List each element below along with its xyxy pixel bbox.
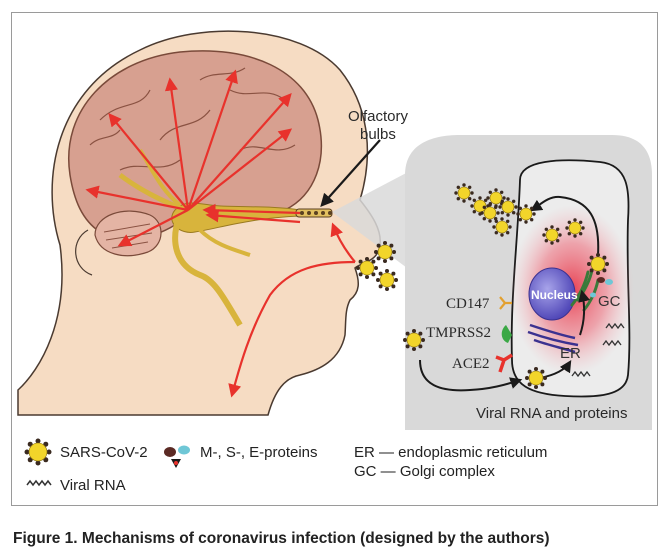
nucleus [528,267,576,321]
sars-cov-2-particle [587,253,609,275]
sars-cov-2-particle [486,188,506,208]
nasal-entry-arrow [228,260,356,398]
figure-caption: Figure 1. Mechanisms of coronavirus infe… [13,530,550,547]
legend-viral-rna-icon [26,479,52,487]
olfactory-pointer-arrow [320,139,381,207]
olfactory-label-line2: bulbs [360,126,396,143]
olfactory-bulbs [295,208,333,218]
olfactory-label-line1: Olfactory [348,108,409,125]
legend-er-definition: ER — endoplasmic reticulum [354,444,548,461]
tmprss2-receptor [501,325,512,343]
ace2-label: ACE2 [452,356,490,372]
cell-pathway-arrows [419,195,600,392]
proteins-in-cell [590,277,613,298]
legend-proteins-icon [164,445,190,468]
viral-rna-proteins-label: Viral RNA and proteins [476,405,628,422]
cd147-receptor [499,296,512,310]
sars-cov-2-particle [454,183,474,203]
legend-viral-rna: Viral RNA [60,477,126,494]
sars-cov-2-particle [492,217,512,237]
sars-cov-2-particle [403,329,425,351]
sars-cov-2-particle [374,241,396,263]
nucleus-label: Nucleus [531,288,578,302]
sars-cov-2-particle [565,218,585,238]
sars-cov-2-particle [525,367,547,389]
olfactory-entry-arrow [330,222,356,263]
tmprss2-label: TMPRSS2 [426,325,492,341]
ace2-receptor [495,353,513,373]
sars-cov-2-particle [480,203,500,223]
er-label: ER [560,345,581,362]
sars-cov-2-particle [516,204,536,224]
sars-cov-2-particle [498,197,518,217]
endoplasmic-reticulum [527,323,579,354]
legend-sars-cov-2: SARS-CoV-2 [60,444,148,461]
brain-spread-arrows [85,69,301,247]
sars-cov-2-particle [542,225,562,245]
sars-cov-2-particle [24,438,52,466]
gc-label: GC [598,293,621,310]
legend-gc-definition: GC — Golgi complex [354,463,495,480]
cd147-label: CD147 [446,296,490,312]
virus-particles [24,183,609,466]
viral-rna-in-cell [571,322,625,378]
sars-cov-2-particle [376,269,398,291]
legend-proteins: M-, S-, E-proteins [200,444,318,461]
sars-cov-2-particle [356,257,378,279]
